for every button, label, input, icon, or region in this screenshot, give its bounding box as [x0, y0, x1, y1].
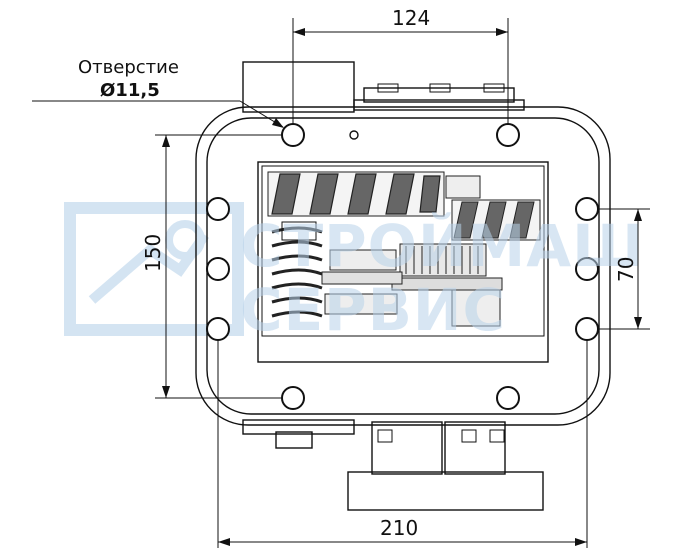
flange-housing: [195, 106, 611, 426]
mounting-hole: [281, 386, 305, 410]
hole-note-diameter: Ø11,5: [100, 80, 160, 101]
mounting-hole: [206, 317, 230, 341]
watermark-line2: СЕРВИС: [240, 276, 506, 344]
mounting-hole: [575, 317, 599, 341]
bottom-mount-block: [242, 419, 544, 511]
mounting-hole: [206, 197, 230, 221]
dimension-right-value: 70: [614, 257, 638, 282]
dimension-bottom: [217, 340, 588, 548]
dimension-top: [292, 18, 509, 124]
top-mount-block: [242, 61, 525, 113]
mounting-holes: [206, 123, 599, 410]
mounting-hole: [206, 257, 230, 281]
dimension-right: [598, 208, 650, 330]
mounting-hole: [496, 386, 520, 410]
dimension-left-value: 150: [141, 234, 165, 272]
dimension-bottom-value: 210: [380, 516, 418, 540]
hole-note-leader: [32, 100, 284, 128]
watermark-line1: СТРОЙМАШ: [240, 211, 645, 280]
mounting-hole: [575, 257, 599, 281]
dimension-top-value: 124: [392, 6, 430, 30]
mounting-hole: [281, 123, 305, 147]
dimension-left: [155, 134, 282, 399]
hole-note-label: Отверстие: [78, 57, 179, 78]
gear-mechanism: [267, 130, 541, 327]
watermark-logo: [64, 202, 244, 336]
mounting-hole: [496, 123, 520, 147]
